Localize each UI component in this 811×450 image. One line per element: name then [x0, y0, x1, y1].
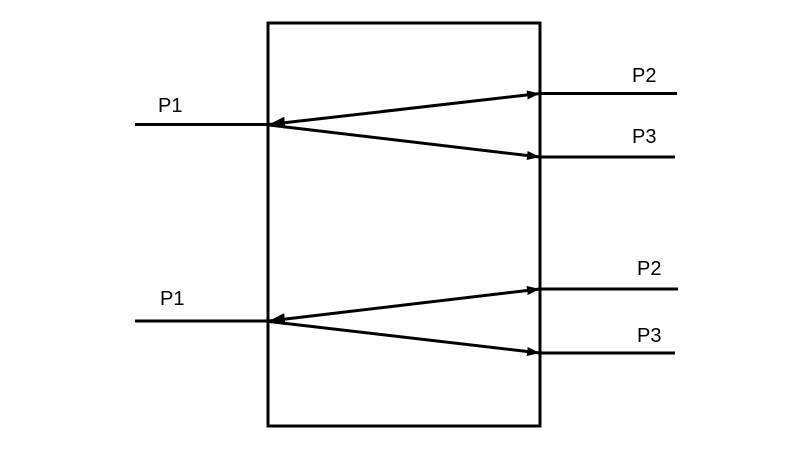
beam-group-top: P1 P2 P3 — [135, 65, 677, 160]
input-label-p1: P1 — [160, 288, 184, 310]
diverging-arrow-up — [268, 286, 541, 326]
output-label-p3: P3 — [637, 325, 661, 347]
device-box — [266, 21, 542, 428]
input-label-p1: P1 — [158, 95, 182, 117]
diverging-arrow-up — [268, 90, 541, 129]
beam-group-bottom: P1 P2 P3 — [135, 258, 678, 356]
output-label-p2: P2 — [637, 258, 661, 280]
output-label-p2: P2 — [632, 65, 656, 87]
diverging-arrow-down — [268, 320, 541, 356]
diverging-arrow-down — [268, 123, 541, 160]
output-label-p3: P3 — [632, 126, 656, 148]
